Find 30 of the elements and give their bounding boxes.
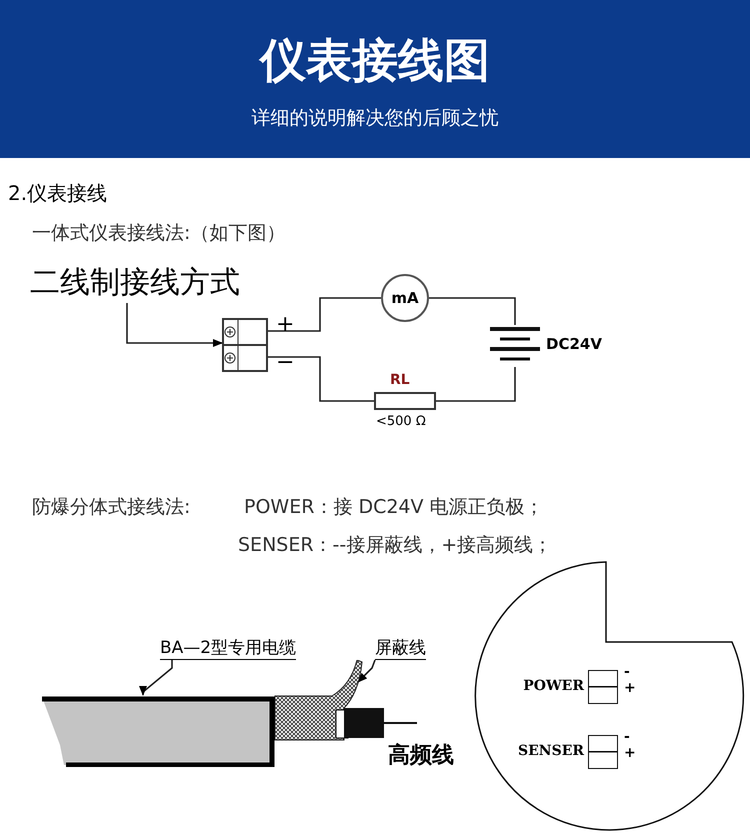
subtitle: 详细的说明解决您的后顾之忧 (250, 106, 500, 131)
plus-sign: + (276, 312, 294, 337)
resistor-label: RL (390, 372, 410, 388)
polarity-sign: - (624, 729, 630, 745)
page-title: 仪表接线图 (258, 32, 491, 89)
instruction-text: POWER：接 DC24V 电源正负极； (244, 495, 544, 520)
wire (268, 297, 381, 332)
port-label: POWER (522, 678, 584, 694)
wire (429, 297, 516, 325)
section-heading: 2.仪表接线 (8, 180, 108, 207)
instruction-text: SENSER：--接屏蔽线，+接高频线； (238, 533, 552, 558)
callout-label: 屏蔽线 (375, 636, 426, 660)
polarity-sign: - (624, 664, 630, 680)
method-text: 一体式仪表接线法:（如下图） (32, 221, 286, 246)
leader-line (357, 660, 376, 683)
minus-sign: − (276, 350, 294, 375)
resistance-value: <500 Ω (376, 414, 426, 429)
polarity-sign: + (624, 745, 636, 761)
leader-line (139, 660, 173, 696)
wire-label: 高频线 (388, 742, 454, 770)
ammeter-symbol: mA (381, 274, 429, 322)
diagram-heading: 二线制接线方式 (30, 264, 240, 302)
arrow (126, 303, 223, 347)
callout-label: BA—2型专用电缆 (160, 636, 296, 660)
wire (436, 367, 516, 402)
wire (268, 356, 374, 402)
voltage-label: DC24V (546, 335, 602, 353)
port-label: SENSER (517, 743, 584, 759)
method-text: 防爆分体式接线法: (32, 495, 190, 520)
polarity-sign: + (624, 680, 636, 696)
